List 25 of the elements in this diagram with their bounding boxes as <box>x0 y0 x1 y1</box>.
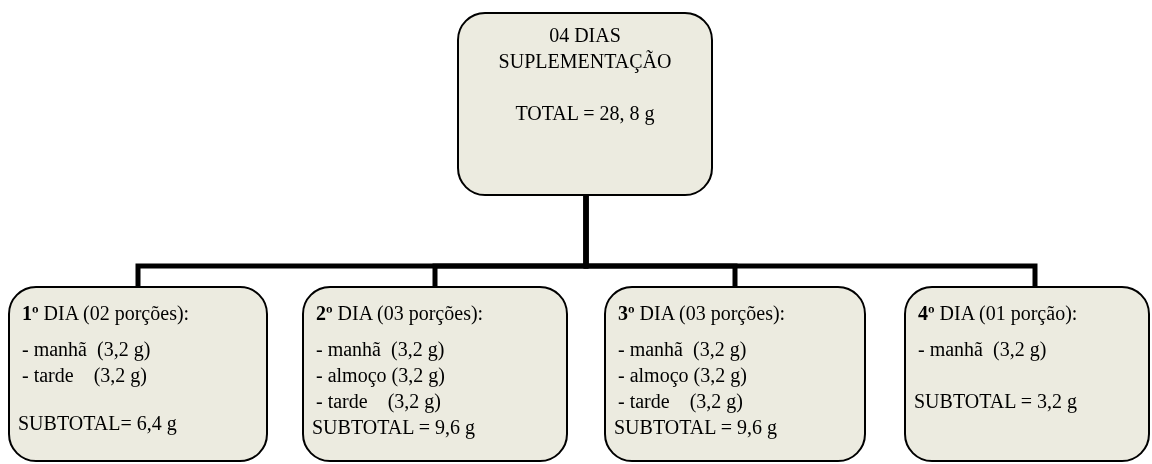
portion-item: - manhã (3,2 g) <box>918 337 1047 362</box>
total-text: TOTAL = 28, 8 g <box>515 101 655 126</box>
process-box <box>604 286 866 462</box>
portion-item: - tarde (3,2 g) <box>316 389 441 414</box>
process-box <box>302 286 568 462</box>
portion-item: - manhã (3,2 g) <box>316 337 445 362</box>
portion-item: - almoço (3,2 g) <box>618 363 747 388</box>
connector-line <box>583 193 1038 289</box>
day-heading: 1º DIA (02 porções): <box>22 301 190 326</box>
portion-item: - tarde (3,2 g) <box>618 389 743 414</box>
process-box <box>457 12 713 196</box>
portion-item: - tarde (3,2 g) <box>22 363 147 388</box>
day-heading: 4º DIA (01 porção): <box>918 301 1078 326</box>
day-heading: 2º DIA (03 porções): <box>316 301 484 326</box>
subtotal-text: SUBTOTAL = 9,6 g <box>312 415 476 440</box>
portion-item: - manhã (3,2 g) <box>22 337 151 362</box>
subtotal-text: SUBTOTAL= 6,4 g <box>18 411 177 436</box>
heading-text: 04 DIAS SUPLEMENTAÇÃO <box>497 23 673 74</box>
process-box <box>904 286 1150 462</box>
day-heading: 3º DIA (03 porções): <box>618 301 786 326</box>
subtotal-text: SUBTOTAL = 9,6 g <box>614 415 778 440</box>
portion-item: - almoço (3,2 g) <box>316 363 445 388</box>
portion-item: - manhã (3,2 g) <box>618 337 747 362</box>
process-box <box>8 286 268 462</box>
subtotal-text: SUBTOTAL = 3,2 g <box>914 389 1078 414</box>
